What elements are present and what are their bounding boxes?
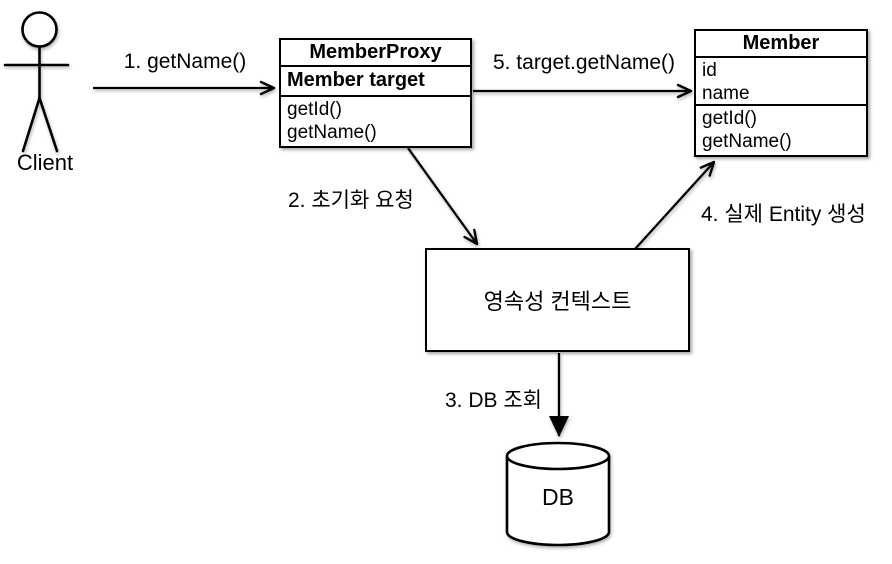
persistence-context-box: 영속성 컨텍스트 — [425, 248, 690, 352]
actor-label: Client — [16, 150, 74, 175]
database-cylinder-icon — [505, 441, 611, 547]
member-class-box: Member id name getId() getName() — [694, 29, 868, 157]
member-fields: id name — [696, 58, 866, 106]
arrow-step5-label: 5. target.getName() — [492, 51, 676, 74]
member-proxy-method-getname: getName() — [287, 122, 377, 143]
arrow-step4-label: 4. 실제 Entity 생성 — [701, 203, 866, 226]
member-methods: getId() getName() — [696, 106, 866, 153]
member-proxy-title: MemberProxy — [281, 40, 470, 67]
member-proxy-class-box: MemberProxy Member target getId() getNam… — [279, 38, 472, 148]
member-proxy-field-target: Member target — [281, 67, 470, 97]
member-field-id: id — [702, 60, 717, 81]
member-field-name: name — [702, 83, 750, 104]
member-title: Member — [696, 31, 866, 58]
arrow-step2 — [407, 147, 479, 246]
arrow-step1-label: 1. getName() — [123, 50, 247, 73]
member-proxy-method-getid: getId() — [287, 99, 342, 120]
member-proxy-methods: getId() getName() — [281, 97, 470, 144]
member-method-getid: getId() — [702, 108, 757, 129]
member-method-getname: getName() — [702, 131, 792, 152]
persistence-context-label: 영속성 컨텍스트 — [483, 289, 632, 314]
arrow-step2-label: 2. 초기화 요청 — [288, 189, 414, 212]
arrow-step3-label: 3. DB 조회 — [445, 389, 542, 412]
actor-icon — [3, 11, 70, 153]
arrow-step4 — [634, 160, 716, 250]
db-label: DB — [542, 484, 574, 510]
